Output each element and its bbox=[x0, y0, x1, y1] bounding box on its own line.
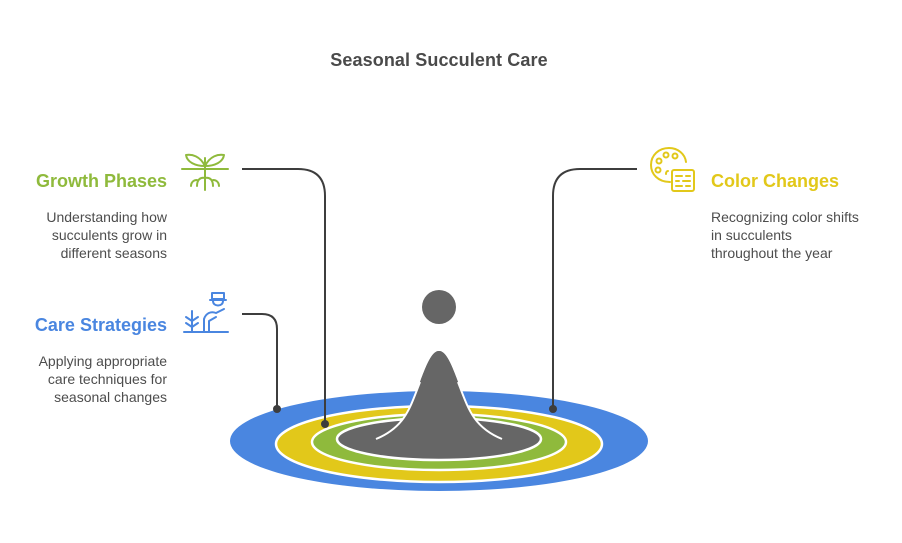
gardener-plant-icon bbox=[183, 292, 229, 333]
splash-peak bbox=[376, 351, 502, 447]
diagram-title: Seasonal Succulent Care bbox=[330, 50, 548, 70]
desc-line: Understanding how bbox=[46, 209, 167, 225]
desc-line: succulents grow in bbox=[51, 227, 167, 243]
growth-phases-heading: Growth Phases bbox=[35, 171, 167, 191]
drop-circle bbox=[422, 290, 456, 324]
care-strategies-description: Applying appropriate care techniques for… bbox=[0, 352, 167, 406]
care-strategies-heading: Care Strategies bbox=[34, 315, 167, 335]
connector-growth bbox=[242, 168, 326, 424]
desc-line: throughout the year bbox=[711, 245, 833, 261]
connector-color bbox=[552, 168, 637, 409]
color-changes-heading: Color Changes bbox=[711, 171, 840, 191]
desc-line: Applying appropriate bbox=[38, 353, 167, 369]
desc-line: in succulents bbox=[711, 227, 792, 243]
desc-line: Recognizing color shifts bbox=[711, 209, 859, 225]
connector-care bbox=[242, 313, 278, 409]
sprout-roots-icon bbox=[181, 153, 229, 191]
desc-line: care techniques for bbox=[47, 371, 167, 387]
growth-phases-description: Understanding how succulents grow in dif… bbox=[0, 208, 167, 262]
desc-line: different seasons bbox=[60, 245, 167, 261]
desc-line: seasonal changes bbox=[54, 389, 167, 405]
color-changes-description: Recognizing color shifts in succulents t… bbox=[711, 208, 891, 262]
palette-swatch-icon bbox=[650, 147, 695, 192]
